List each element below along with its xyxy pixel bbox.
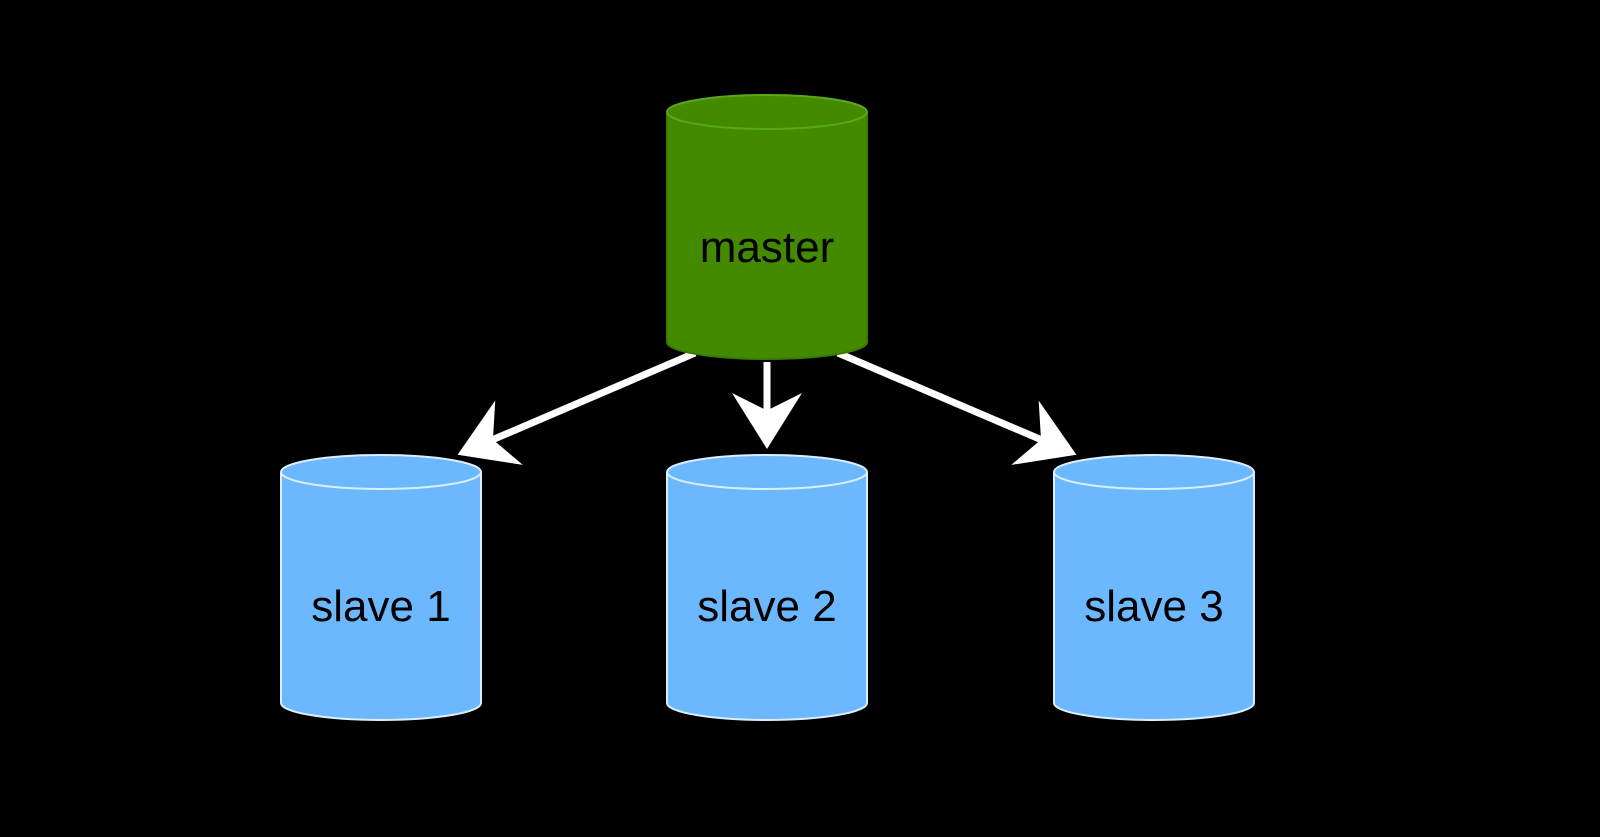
master-node[interactable]: master <box>666 94 868 360</box>
slave-1-label: slave 1 <box>311 582 450 631</box>
database-cylinder-icon <box>666 454 868 721</box>
slave-node-2[interactable]: slave 2 <box>666 454 868 721</box>
master-label: master <box>700 223 834 272</box>
database-cylinder-icon <box>280 454 482 721</box>
edges <box>457 349 1077 465</box>
slave-2-label: slave 2 <box>697 582 836 631</box>
database-cylinder-icon <box>666 94 868 360</box>
edge-master-to-slave-3 <box>836 349 1077 465</box>
slave-3-label: slave 3 <box>1084 582 1223 631</box>
edge-master-to-slave-1 <box>457 349 697 465</box>
slave-node-1[interactable]: slave 1 <box>280 454 482 721</box>
slave-node-3[interactable]: slave 3 <box>1053 454 1255 721</box>
database-cylinder-icon <box>1053 454 1255 721</box>
